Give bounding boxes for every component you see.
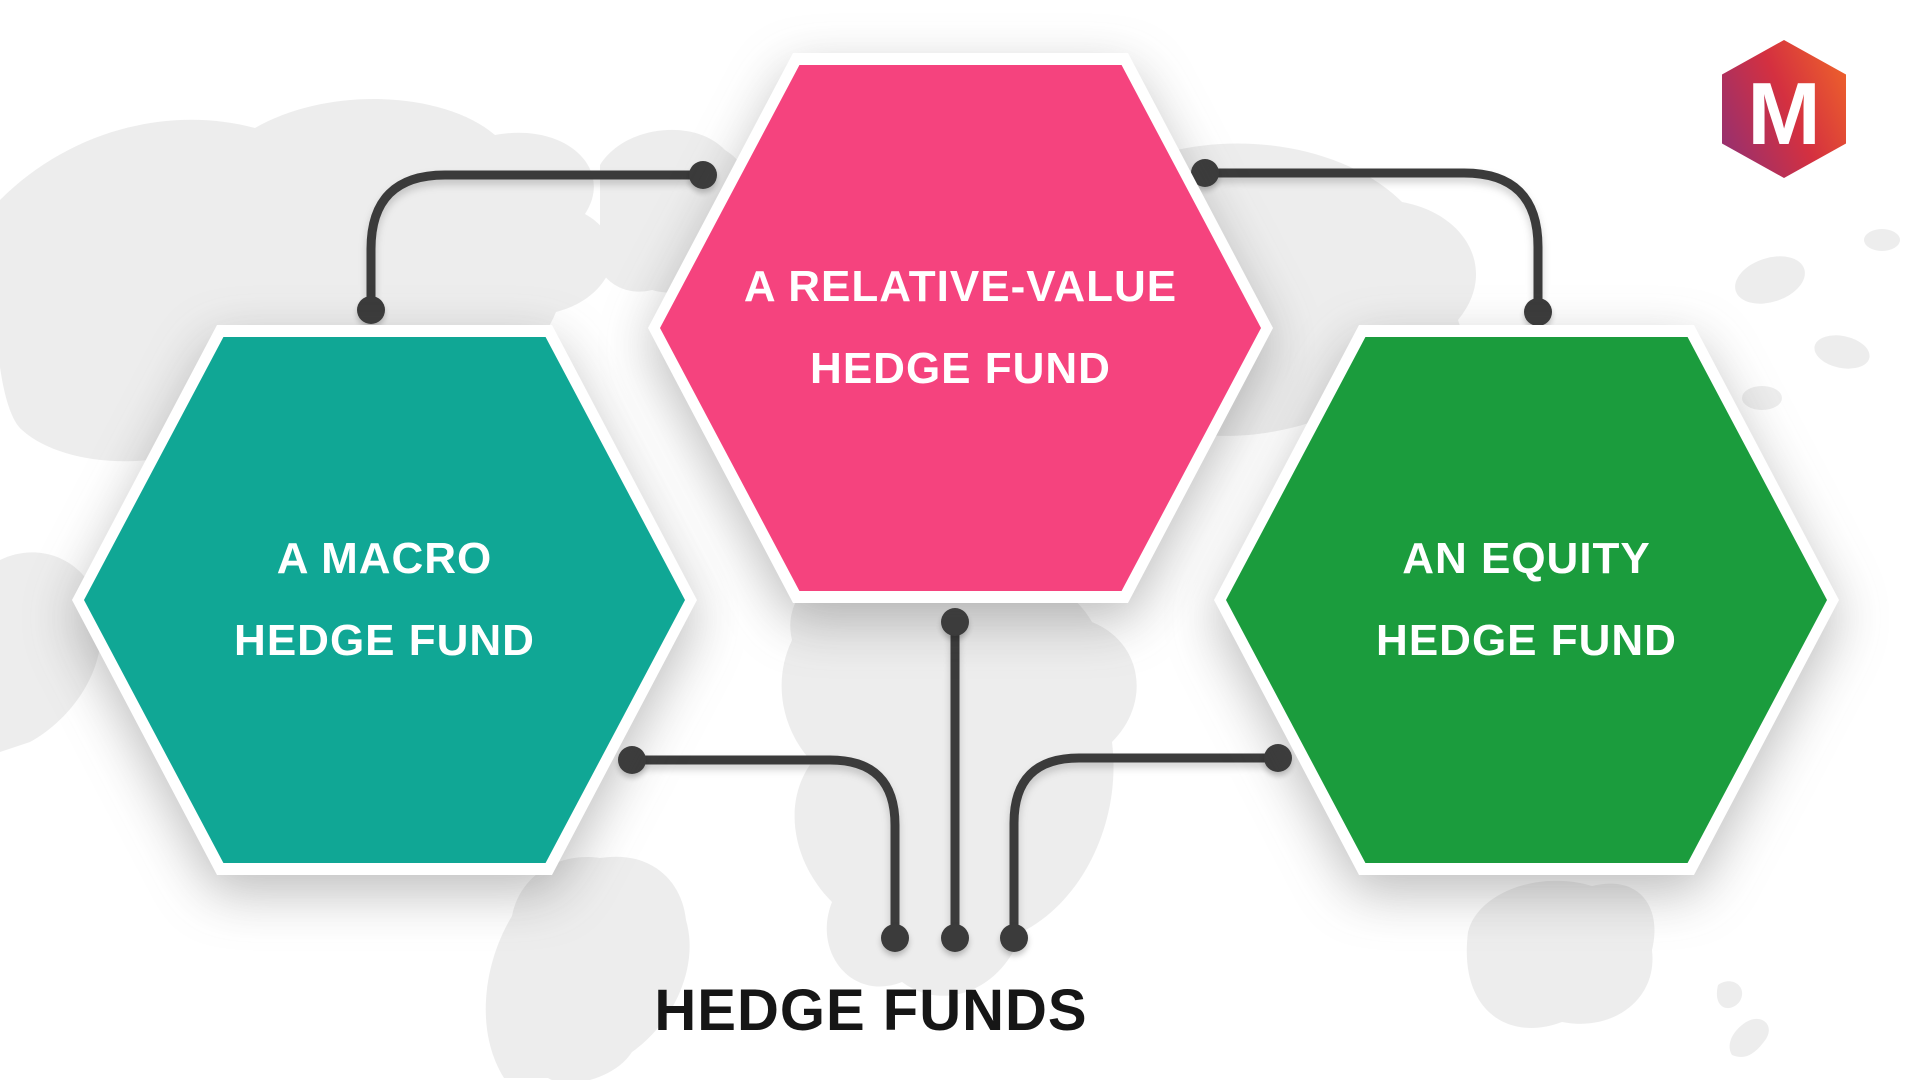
hexagon-label: A MACRO HEDGE FUND — [234, 518, 535, 682]
connector-relative-to-equity — [1200, 168, 1543, 317]
hexagon-fill: A RELATIVE-VALUE HEDGE FUND — [660, 65, 1261, 591]
connector-lines — [366, 168, 1543, 943]
hexagon-label-line2: HEDGE FUND — [234, 616, 535, 665]
map-new-zealand — [1716, 981, 1743, 1009]
connector-dot — [357, 296, 385, 324]
connector-dot — [941, 924, 969, 952]
map-island — [1864, 229, 1900, 251]
hexagon-border: A MACRO HEDGE FUND — [72, 325, 697, 875]
hexagon-label-line1: AN EQUITY — [1402, 534, 1651, 583]
map-new-zealand — [1729, 1018, 1769, 1058]
hexagon-border: AN EQUITY HEDGE FUND — [1214, 325, 1839, 875]
connector-dot — [1524, 298, 1552, 326]
hexagon-label: A RELATIVE-VALUE HEDGE FUND — [744, 246, 1177, 410]
hexagon-fill: A MACRO HEDGE FUND — [84, 337, 685, 863]
brand-logo: M — [1722, 40, 1846, 178]
connector-dot — [1000, 924, 1028, 952]
hexagon-fill: AN EQUITY HEDGE FUND — [1226, 337, 1827, 863]
hexagon-macro-hedge-fund: A MACRO HEDGE FUND — [72, 325, 697, 875]
connector-dot — [618, 746, 646, 774]
map-island — [1742, 386, 1782, 410]
map-island — [1814, 335, 1870, 369]
hexagon-label-line1: A MACRO — [276, 534, 493, 583]
connector-equity-to-title — [1009, 753, 1283, 943]
map-island — [1735, 256, 1805, 304]
diagram-title: HEDGE FUNDS — [654, 978, 1088, 1043]
logo-hexagon-icon — [1722, 40, 1846, 178]
connector-macro-to-title — [627, 755, 900, 943]
hexagon-label-line2: HEDGE FUND — [1376, 616, 1677, 665]
hexagon-label-line2: HEDGE FUND — [810, 344, 1111, 393]
hexagon-label: AN EQUITY HEDGE FUND — [1376, 518, 1677, 682]
connector-dot — [689, 161, 717, 189]
hexagon-label-line1: A RELATIVE-VALUE — [743, 262, 1178, 311]
connector-dot — [941, 608, 969, 636]
logo-letter: M — [1747, 64, 1820, 163]
hexagon-equity-hedge-fund: AN EQUITY HEDGE FUND — [1214, 325, 1839, 875]
hexagon-border: A RELATIVE-VALUE HEDGE FUND — [648, 53, 1273, 603]
connector-dot — [1191, 159, 1219, 187]
connector-dot — [1264, 744, 1292, 772]
map-south-america — [485, 856, 690, 1080]
connector-relative-to-macro — [366, 170, 708, 315]
hexagon-relative-value-hedge-fund: A RELATIVE-VALUE HEDGE FUND — [648, 53, 1273, 603]
connector-dots — [357, 159, 1552, 952]
map-australia — [1466, 880, 1655, 1028]
connector-dot — [881, 924, 909, 952]
